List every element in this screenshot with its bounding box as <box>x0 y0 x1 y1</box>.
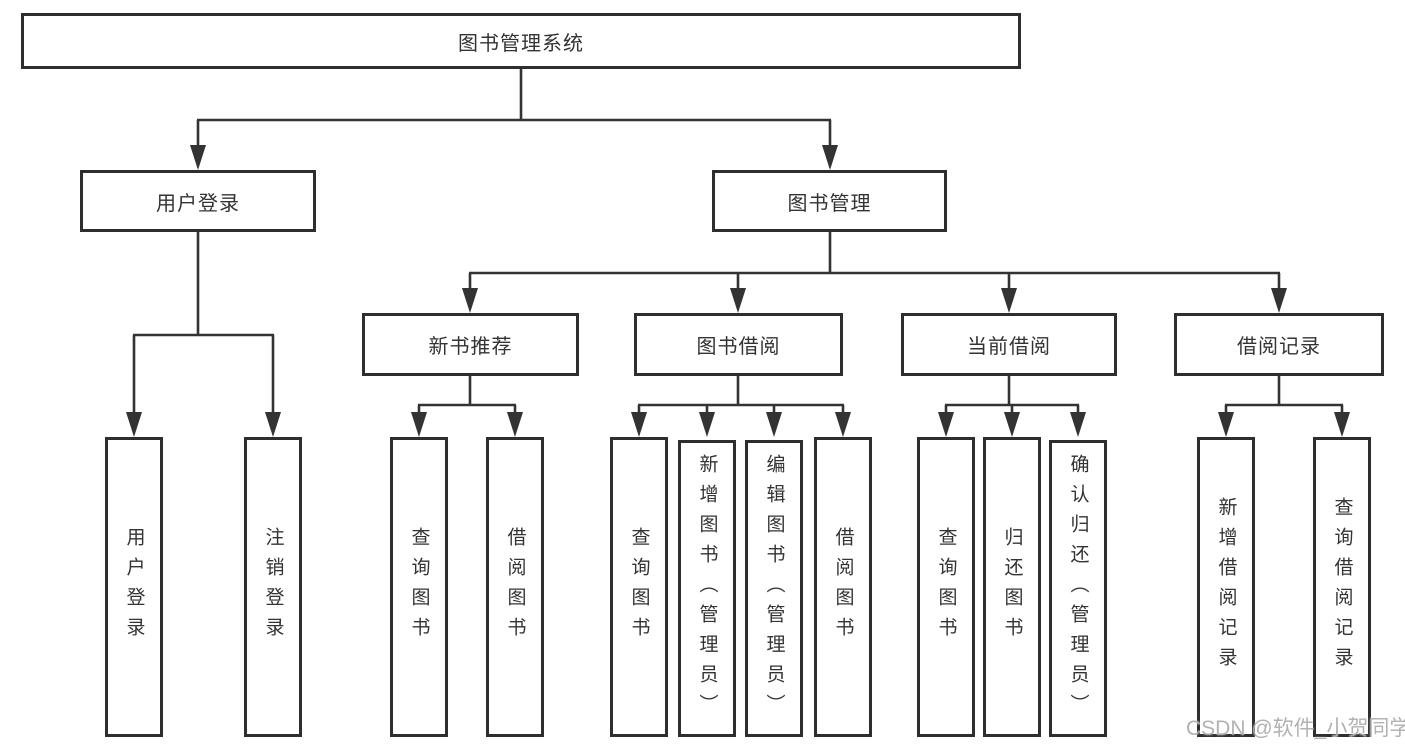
node-current-borrowing-label: 当前借阅 <box>967 336 1051 358</box>
leaf-confirm-return-admin-label: 确认归还（管理员） <box>1067 453 1089 724</box>
leaf-return-book: 归还图书 <box>983 437 1041 737</box>
node-book-management: 图书管理 <box>712 170 947 232</box>
node-library-system-label: 图书管理系统 <box>458 32 584 55</box>
node-borrowing-records: 借阅记录 <box>1174 313 1384 376</box>
leaf-add-book-admin-label: 新增图书（管理员） <box>696 453 718 724</box>
leaf-query-books-current-label: 查询图书 <box>935 527 957 647</box>
node-library-system: 图书管理系统 <box>21 13 1021 69</box>
leaf-borrow-books-recommend-label: 借阅图书 <box>504 527 526 647</box>
leaf-query-borrow-record-label: 查询借阅记录 <box>1331 497 1353 677</box>
leaf-borrow-books-2-label: 借阅图书 <box>832 527 854 647</box>
leaf-query-borrow-record: 查询借阅记录 <box>1313 437 1371 737</box>
node-book-borrowing: 图书借阅 <box>634 313 843 376</box>
leaf-logout-label: 注销登录 <box>262 527 284 647</box>
leaf-add-borrow-record: 新增借阅记录 <box>1197 437 1255 737</box>
leaf-confirm-return-admin: 确认归还（管理员） <box>1049 440 1107 737</box>
node-book-borrowing-label: 图书借阅 <box>696 336 781 358</box>
leaf-user-login-label: 用户登录 <box>123 527 145 647</box>
leaf-logout: 注销登录 <box>244 437 302 737</box>
leaf-edit-book-admin-label: 编辑图书（管理员） <box>763 453 785 724</box>
node-user-login: 用户登录 <box>80 170 316 232</box>
node-borrowing-records-label: 借阅记录 <box>1237 336 1321 358</box>
leaf-query-books-current: 查询图书 <box>917 437 975 737</box>
node-new-book-recommend-label: 新书推荐 <box>428 336 513 358</box>
node-new-book-recommend: 新书推荐 <box>362 313 579 376</box>
leaf-edit-book-admin: 编辑图书（管理员） <box>745 440 803 737</box>
node-book-management-label: 图书管理 <box>787 192 872 215</box>
leaf-borrow-books-2: 借阅图书 <box>814 437 872 737</box>
leaf-query-books-recommend-label: 查询图书 <box>408 527 430 647</box>
leaf-user-login: 用户登录 <box>105 437 163 737</box>
leaf-query-books-recommend: 查询图书 <box>390 437 448 737</box>
csdn-watermark: CSDN @软件_小贺同学 <box>1186 717 1405 740</box>
node-current-borrowing: 当前借阅 <box>901 313 1117 376</box>
leaf-query-books-borrow: 查询图书 <box>610 437 668 737</box>
leaf-add-book-admin: 新增图书（管理员） <box>678 440 736 737</box>
leaf-borrow-books-recommend: 借阅图书 <box>486 437 544 737</box>
leaf-return-book-label: 归还图书 <box>1001 527 1023 647</box>
node-user-login-label: 用户登录 <box>156 192 240 215</box>
leaf-query-books-borrow-label: 查询图书 <box>628 527 650 647</box>
arrowheads <box>126 145 1350 437</box>
leaf-add-borrow-record-label: 新增借阅记录 <box>1215 497 1237 677</box>
